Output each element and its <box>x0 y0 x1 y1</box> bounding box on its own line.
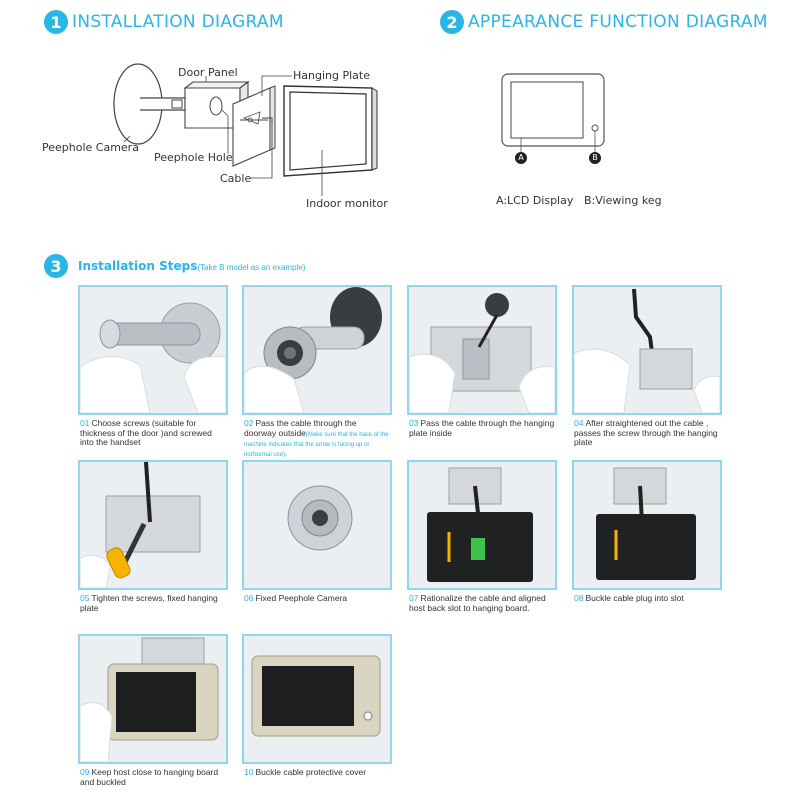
step-10-text: Buckle cable protective cover <box>255 767 367 777</box>
marker-a-text: A <box>518 153 524 162</box>
lcd-display <box>510 81 584 139</box>
step-05-number: 05 <box>80 593 90 603</box>
step-04-photo <box>572 285 722 415</box>
marker-b-circle <box>589 152 601 164</box>
marker-a-circle <box>515 152 527 164</box>
step-10-number: 10 <box>244 767 254 777</box>
step-07-text: Rationalize the cable and aligned host b… <box>409 593 546 613</box>
appearance-diagram <box>501 73 605 164</box>
section-2-title: APPEARANCE FUNCTION DIAGRAM <box>468 12 768 32</box>
step-01-text: Choose screws (suitable for thickness of… <box>80 418 212 447</box>
step-06-number: 06 <box>244 593 254 603</box>
installation-diagram <box>113 63 378 196</box>
step-07-photo <box>407 460 557 590</box>
step-03-text: Pass the cable through the hanging plate… <box>409 418 555 438</box>
section-3-header: 3 Installation Steps(Take B model as an … <box>44 254 305 278</box>
viewing-key-button <box>591 124 599 132</box>
step-03-number: 03 <box>409 418 419 428</box>
step-02-number: 02 <box>244 418 254 428</box>
label-indoor-monitor: Indoor monitor <box>306 197 388 210</box>
section-1-header: 1 INSTALLATION DIAGRAM <box>44 10 284 34</box>
marker-b-text: B <box>592 153 598 162</box>
step-02-text: Pass the cable through the doorway outsi… <box>244 418 357 438</box>
step-07-number: 07 <box>409 593 419 603</box>
peephole-hole <box>209 96 223 116</box>
step-05-text: Tighten the screws, fixed hanging plate <box>80 593 218 613</box>
step-01-number: 01 <box>80 418 90 428</box>
label-door-panel: Door Panel <box>178 66 238 79</box>
label-viewing-key: B:Viewing keg <box>584 194 662 207</box>
step-02-photo <box>242 285 392 415</box>
peephole-thread <box>171 99 183 109</box>
step-06-text: Fixed Peephole Camera <box>255 593 348 603</box>
step-06-photo <box>242 460 392 590</box>
section-2-header: 2 APPEARANCE FUNCTION DIAGRAM <box>440 10 768 34</box>
step-05-photo <box>78 460 228 590</box>
label-peephole-camera: Peephole Camera <box>42 141 139 154</box>
section-3-number: 3 <box>44 254 68 278</box>
step-04-text: After straightened out the cable , passe… <box>574 418 718 447</box>
step-08-number: 08 <box>574 593 584 603</box>
label-lcd-display: A:LCD Display <box>496 194 574 207</box>
step-09-number: 09 <box>80 767 90 777</box>
step-03-photo <box>407 285 557 415</box>
step-02-note: (Make sure that the back of the machine … <box>244 431 389 458</box>
section-2-number: 2 <box>440 10 464 34</box>
section-1-title: INSTALLATION DIAGRAM <box>72 12 284 32</box>
section-1-number: 1 <box>44 10 68 34</box>
step-10-photo <box>242 634 392 764</box>
indoor-monitor-screen <box>289 91 367 171</box>
step-02-note-end: 。 <box>285 451 292 458</box>
label-peephole-hole: Peephole Hole <box>154 151 233 164</box>
label-hanging-plate: Hanging Plate <box>293 69 370 82</box>
section-3-subtitle: (Take B model as an example) <box>197 263 306 272</box>
section-3-title-wrap: Installation Steps(Take B model as an ex… <box>78 257 305 275</box>
step-08-text: Buckle cable plug into slot <box>585 593 684 603</box>
step-08-photo <box>572 460 722 590</box>
step-04-number: 04 <box>574 418 584 428</box>
step-09-text: Keep host close to hanging board and buc… <box>80 767 219 787</box>
label-cable: Cable <box>220 172 252 185</box>
step-09-photo <box>78 634 228 764</box>
step-01-photo <box>78 285 228 415</box>
section-3-title: Installation Steps <box>78 259 198 273</box>
